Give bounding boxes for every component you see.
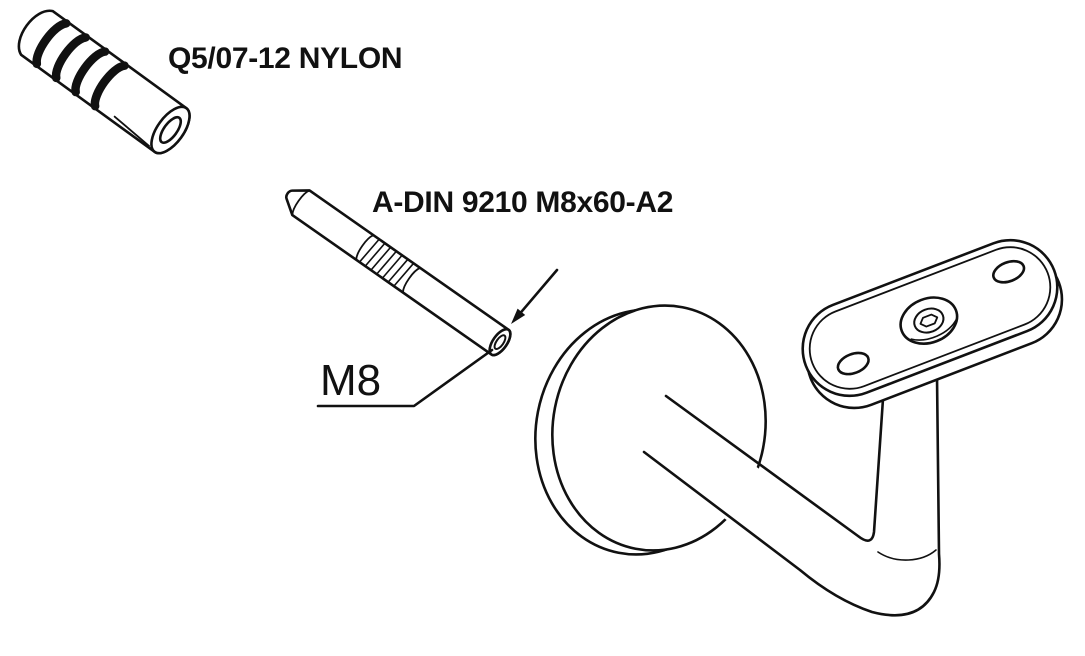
m8-dimension-callout: [316, 268, 559, 408]
saddle-boss-depth-line: [910, 317, 958, 341]
hex-socket-icon: [919, 313, 939, 328]
stud-part-label: A-DIN 9210 M8x60-A2: [372, 186, 674, 219]
bracket-arm-bottom-edge: [642, 374, 941, 617]
bracket-arm-fill: [640, 374, 940, 616]
dimension-arrowhead: [511, 308, 526, 324]
bracket-arm-top-edge: [664, 382, 886, 542]
bracket-elbow-seam: [877, 549, 937, 561]
stud-end-hole: [493, 334, 507, 350]
stud-thread-end: [402, 266, 422, 294]
stud-tip-edge: [291, 189, 311, 216]
handrail-bracket-drawing: [534, 238, 1064, 617]
saddle-slot-right: [992, 259, 1026, 284]
anchor-fins: [32, 19, 129, 111]
anchor-slit: [113, 115, 150, 147]
stud-thread-lines: [358, 238, 415, 287]
saddle-screw-hole: [913, 307, 945, 334]
nylon-anchor-drawing: [17, 9, 191, 155]
anchor-bore-hole: [158, 115, 183, 145]
m8-dimension-label: M8: [320, 356, 382, 405]
dimension-arrow-line: [520, 268, 559, 314]
saddle-center-boss: [899, 296, 959, 345]
saddle-plate: [801, 238, 1064, 410]
dimension-leader-line: [316, 348, 494, 408]
anchor-part-label: Q5/07-12 NYLON: [168, 42, 403, 75]
threaded-stud-drawing: [285, 189, 512, 357]
saddle-chamfer-line: [808, 246, 1052, 390]
saddle-slot-left: [836, 351, 870, 376]
stud-thread-start: [355, 234, 375, 261]
